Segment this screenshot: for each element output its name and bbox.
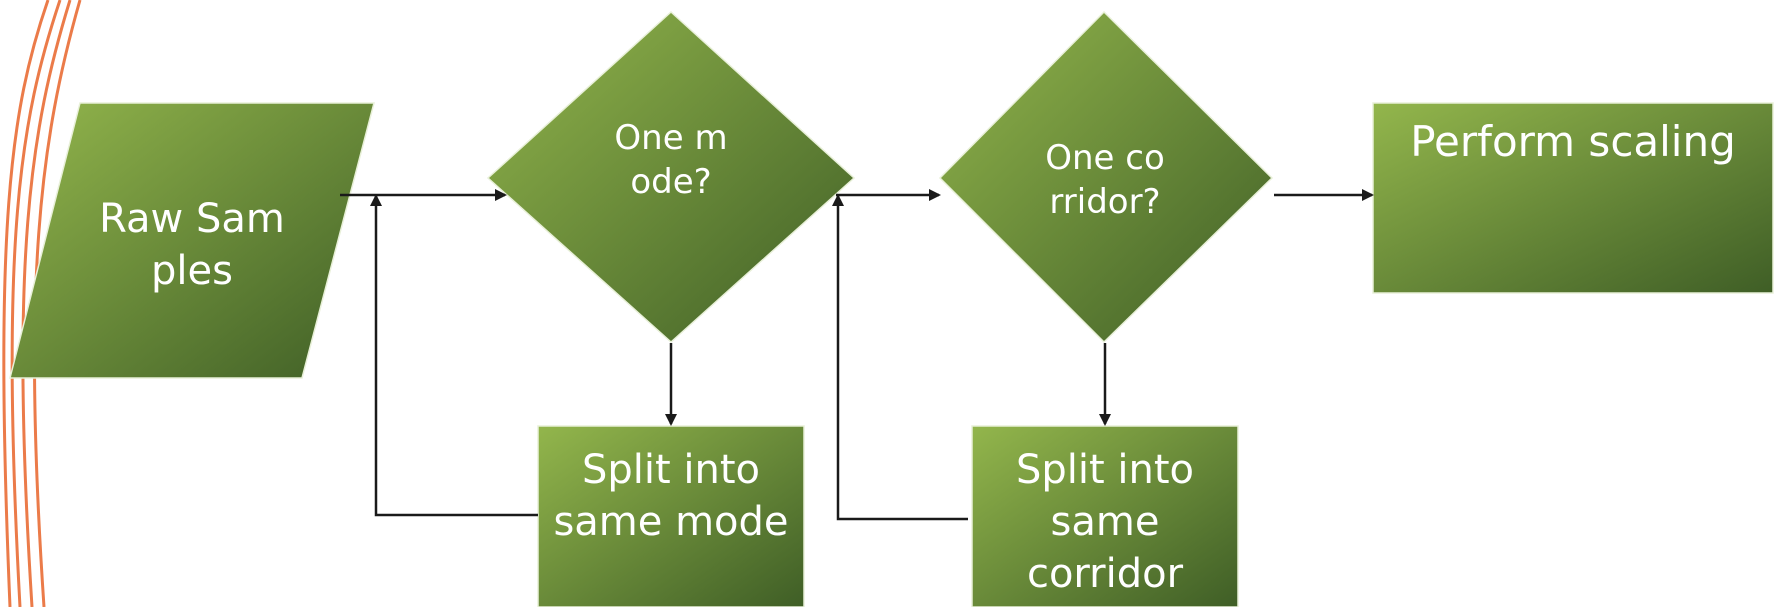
raw-samples-shape[interactable] bbox=[9, 102, 375, 379]
arrow-split-mode-loop bbox=[370, 194, 538, 517]
split-corridor-shape[interactable] bbox=[971, 425, 1239, 607]
split-mode-shape[interactable] bbox=[537, 425, 805, 607]
one-mode-label: One mode? bbox=[614, 117, 728, 202]
split-corridor-label: Split into same corridor bbox=[1015, 446, 1195, 597]
raw-samples-label: Raw Samples bbox=[99, 196, 285, 294]
one-corridor-label: One corridor? bbox=[1045, 137, 1165, 222]
one-corridor-decision-shape[interactable] bbox=[938, 10, 1274, 344]
one-mode-decision-shape[interactable] bbox=[486, 10, 856, 344]
connectors bbox=[340, 189, 1374, 521]
split-mode-label: Split into same mode bbox=[553, 447, 789, 545]
arrow-split-corridor-loop bbox=[832, 194, 968, 521]
perform-scaling-label: Perform scaling bbox=[1410, 116, 1736, 166]
decorative-swirl bbox=[2, 0, 82, 607]
